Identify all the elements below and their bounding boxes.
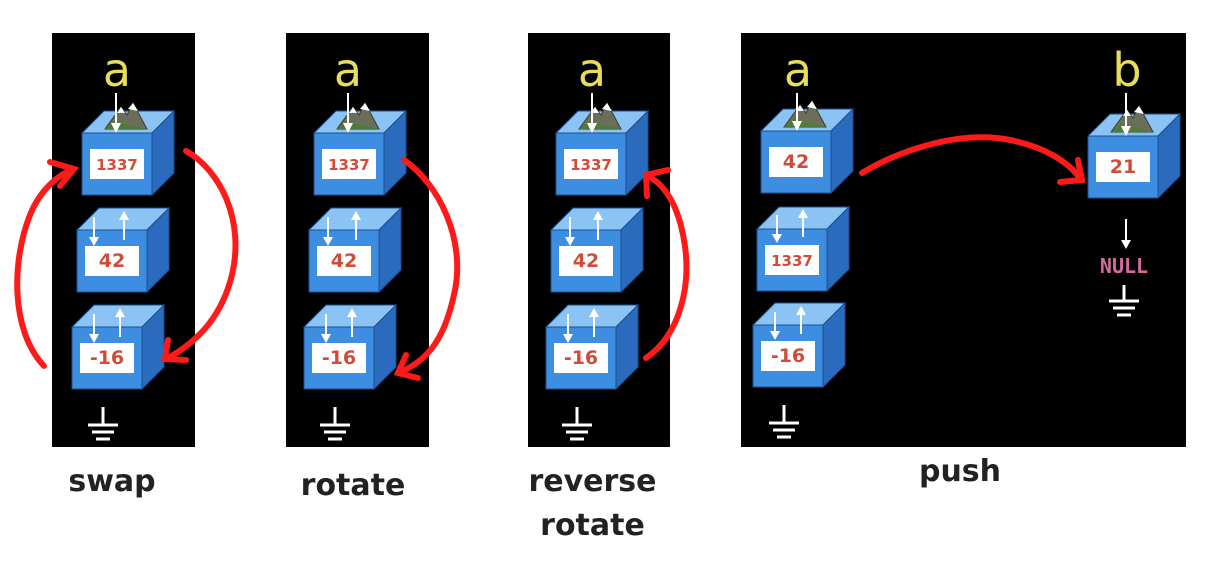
node-value: 42 [331,250,357,272]
down-arrow-icon [89,217,99,246]
stack-diagram-push-b: 21 [1086,104,1182,200]
stack-node: 1337 [80,101,176,197]
panel-reverse-rotate: a 1337 42 -16 [528,33,670,447]
null-terminator: NULL [1100,254,1148,278]
up-arrow-icon [351,211,361,240]
stack-node: -16 [544,303,640,391]
stack-label-a: a [333,43,363,97]
up-arrow-icon [119,211,129,240]
panel-push: a b 42 1337 -16 21 NULL [741,33,1186,447]
node-value: 42 [783,151,809,173]
stack-diagram-swap: 1337 42 -16 [70,101,176,391]
node-value: 1337 [771,252,813,270]
stack-label-b: b [1112,43,1142,97]
panel-swap: a 1337 42 -16 [52,33,195,447]
stack-diagram-reverse-rotate: 1337 42 -16 [544,101,650,391]
node-value: 21 [1110,156,1136,178]
link-arrows [562,93,603,441]
up-arrow-icon [796,306,806,334]
up-arrow-icon [115,308,125,337]
node-value: -16 [771,345,805,367]
down-arrow-icon [1121,93,1131,136]
down-arrow-icon [343,93,353,133]
up-arrow-icon [798,209,808,237]
ground-icon [88,407,118,441]
down-arrow-icon [587,93,597,133]
stack-node: 1337 [755,205,851,293]
down-arrow-icon [1121,219,1131,249]
down-arrow-icon [563,314,573,343]
ground-icon [562,407,592,441]
stack-node: 21 [1086,104,1182,200]
down-arrow-icon [770,312,780,340]
node-value: -16 [564,347,598,369]
link-arrows [88,93,129,441]
caption-push: push [918,454,1002,489]
up-arrow-icon [589,308,599,337]
up-arrow-icon [593,211,603,240]
node-value: 42 [573,250,599,272]
ground-icon [769,405,799,439]
node-value: 1337 [96,156,138,174]
panel-rotate: a 1337 42 -16 [286,33,429,447]
stack-label-a: a [102,43,132,97]
caption-reverse-rotate-line1: reverse [528,464,657,499]
stack-node: 42 [307,206,403,294]
caption-rotate: rotate [300,468,406,503]
down-arrow-icon [792,93,802,131]
down-arrow-icon [321,314,331,343]
mountain-icon [1110,104,1154,133]
stack-diagram-push-a: 42 1337 -16 [751,99,855,389]
caption-reverse-rotate-line2: rotate [540,508,645,543]
link-arrows: NULL [769,93,1148,439]
down-arrow-icon [772,215,782,243]
link-arrows [320,93,361,441]
ground-icon [320,407,350,441]
node-value: 1337 [570,156,612,174]
stack-label-a: a [577,43,607,97]
ground-icon [1109,285,1139,317]
down-arrow-icon [89,314,99,343]
stack-node: 42 [549,206,645,294]
stack-node: -16 [751,301,847,389]
down-arrow-icon [323,217,333,246]
stack-node: -16 [70,303,166,391]
stack-node: 42 [759,99,855,195]
node-value: 1337 [328,156,370,174]
node-value: -16 [322,347,356,369]
down-arrow-icon [111,93,121,133]
up-arrow-icon [347,308,357,337]
stack-label-a: a [783,43,813,97]
node-value: -16 [90,347,124,369]
down-arrow-icon [565,217,575,246]
node-value: 42 [99,250,125,272]
caption-swap: swap [68,464,156,499]
